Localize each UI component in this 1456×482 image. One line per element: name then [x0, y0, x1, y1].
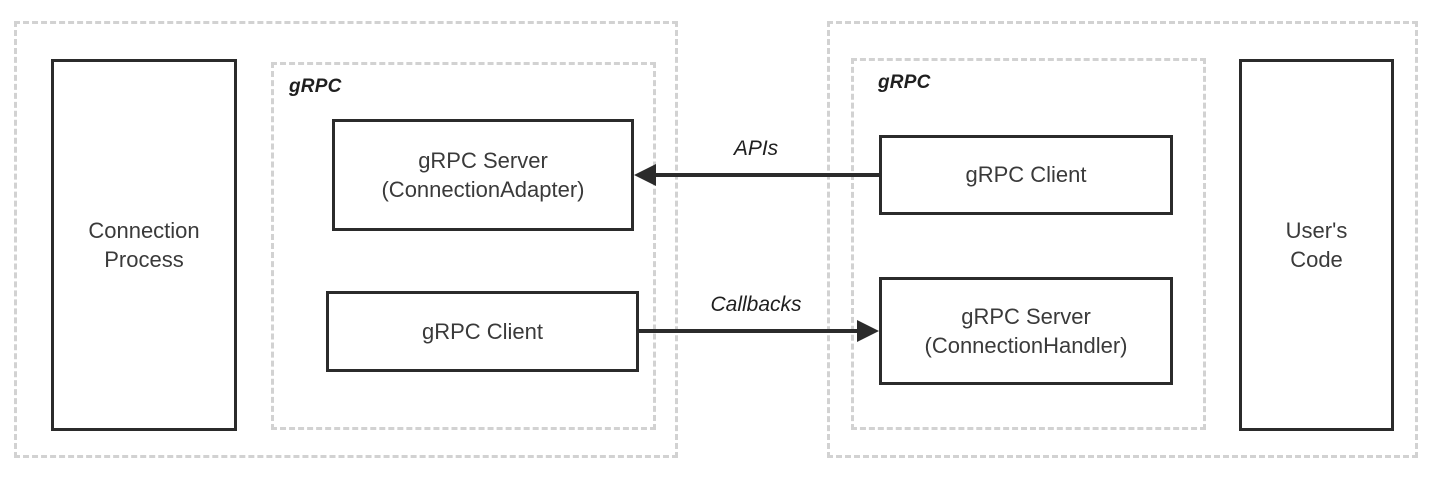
apis-edge-label: APIs [733, 137, 779, 160]
connection-process-box[interactable]: Connection Process [51, 59, 237, 431]
grpc-client-right-box[interactable]: gRPC Client [879, 135, 1173, 215]
callbacks-connector-line [639, 329, 859, 333]
grpc-server-connection-adapter-box[interactable]: gRPC Server (ConnectionAdapter) [332, 119, 634, 231]
users-code-grpc-group [851, 58, 1206, 430]
callbacks-edge-label: Callbacks [710, 293, 802, 316]
grpc-server-connection-handler-label: gRPC Server (ConnectionHandler) [924, 303, 1128, 358]
grpc-server-connection-adapter-label: gRPC Server (ConnectionAdapter) [381, 147, 585, 202]
apis-arrowhead-icon [634, 164, 656, 186]
users-code-label: User's Code [1285, 217, 1348, 272]
grpc-client-left-box[interactable]: gRPC Client [326, 291, 639, 372]
connection-process-label: Connection Process [88, 217, 200, 272]
grpc-client-right-label: gRPC Client [965, 162, 1087, 188]
connection-process-grpc-group [271, 62, 656, 430]
callbacks-arrowhead-icon [857, 320, 879, 342]
grpc-group-label-left: gRPC [289, 76, 342, 97]
connection-process-group [14, 21, 678, 458]
grpc-server-connection-handler-box[interactable]: gRPC Server (ConnectionHandler) [879, 277, 1173, 385]
apis-connector-line [654, 173, 879, 177]
users-code-box[interactable]: User's Code [1239, 59, 1394, 431]
users-code-group [827, 21, 1418, 458]
grpc-group-label-right: gRPC [878, 72, 931, 93]
grpc-client-left-label: gRPC Client [421, 318, 544, 344]
